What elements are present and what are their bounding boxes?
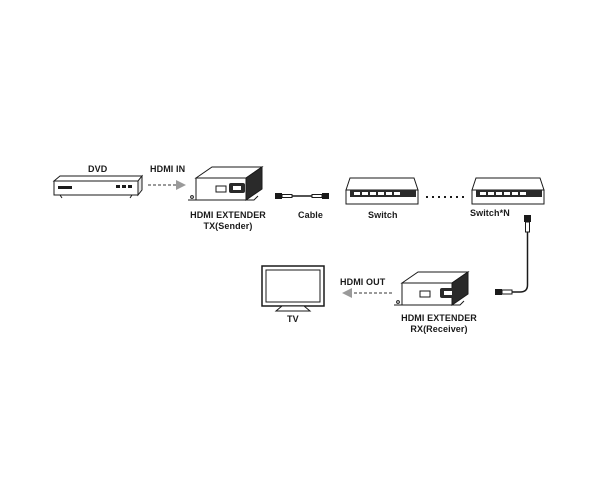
rx-extender: [394, 271, 470, 306]
cable-label: Cable: [298, 210, 324, 220]
switch-n: [471, 177, 545, 205]
rx-extender-title: HDMI EXTENDER: [401, 313, 477, 323]
tx-extender-title: HDMI EXTENDER: [190, 210, 266, 220]
hdmi-out-arrow: [342, 288, 392, 298]
hdmi-in-arrow: [148, 180, 186, 190]
rx-extender-label: HDMI EXTENDER RX(Receiver): [389, 313, 489, 335]
tx-extender: [188, 166, 264, 201]
hdmi-out-label: HDMI OUT: [340, 277, 386, 287]
dvd-player: [52, 174, 144, 199]
tx-extender-subtitle: TX(Sender): [203, 221, 253, 231]
switch-1: [345, 177, 419, 205]
tx-extender-label: HDMI EXTENDER TX(Sender): [178, 210, 278, 232]
rx-extender-subtitle: RX(Receiver): [410, 324, 468, 334]
cable-plug-left: [275, 193, 329, 199]
switch-label: Switch: [368, 210, 398, 220]
dvd-label: DVD: [88, 164, 108, 174]
cable-to-rx: [495, 215, 531, 295]
switch-chain-dots: [426, 196, 464, 198]
switch-n-label: Switch*N: [470, 208, 510, 218]
hdmi-in-label: HDMI IN: [150, 164, 186, 174]
tv: [261, 265, 325, 312]
tv-label: TV: [287, 314, 299, 324]
